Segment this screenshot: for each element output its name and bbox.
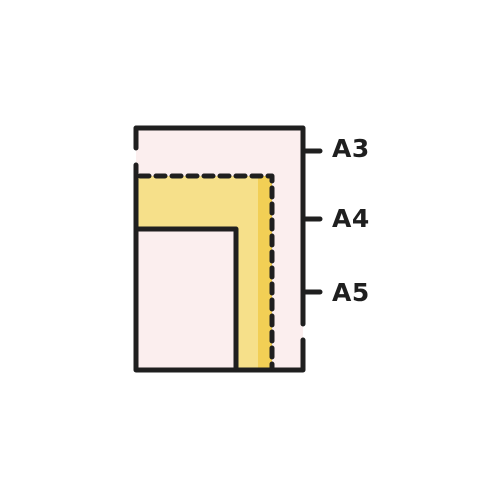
a3-outline xyxy=(133,125,306,327)
a3-outline-bottom xyxy=(133,162,306,373)
a3-label: A3 xyxy=(332,134,370,163)
a4-dashed-outline xyxy=(137,173,275,371)
a5-outline xyxy=(133,226,239,373)
a4-sheet-shadow xyxy=(258,176,272,370)
a5-sheet xyxy=(136,229,236,370)
a4-label: A4 xyxy=(332,204,370,233)
a5-label: A5 xyxy=(332,278,370,307)
